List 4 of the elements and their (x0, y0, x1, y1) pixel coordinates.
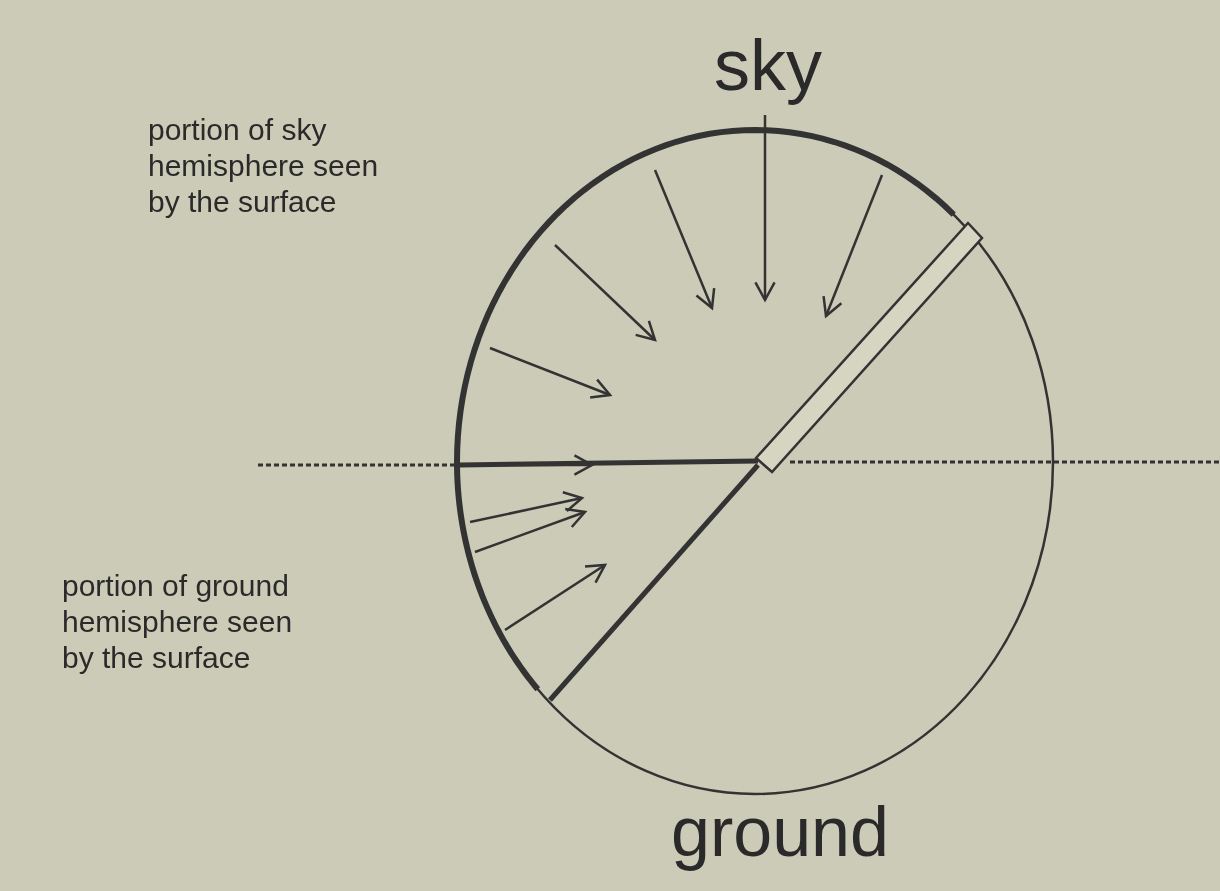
annotation-text: portion of sky hemisphere seen by the surface (148, 112, 380, 220)
region-label: ground (670, 792, 890, 873)
annotation-text: portion of ground hemisphere seen by the surface (62, 568, 294, 676)
region-label: sky (713, 24, 823, 107)
